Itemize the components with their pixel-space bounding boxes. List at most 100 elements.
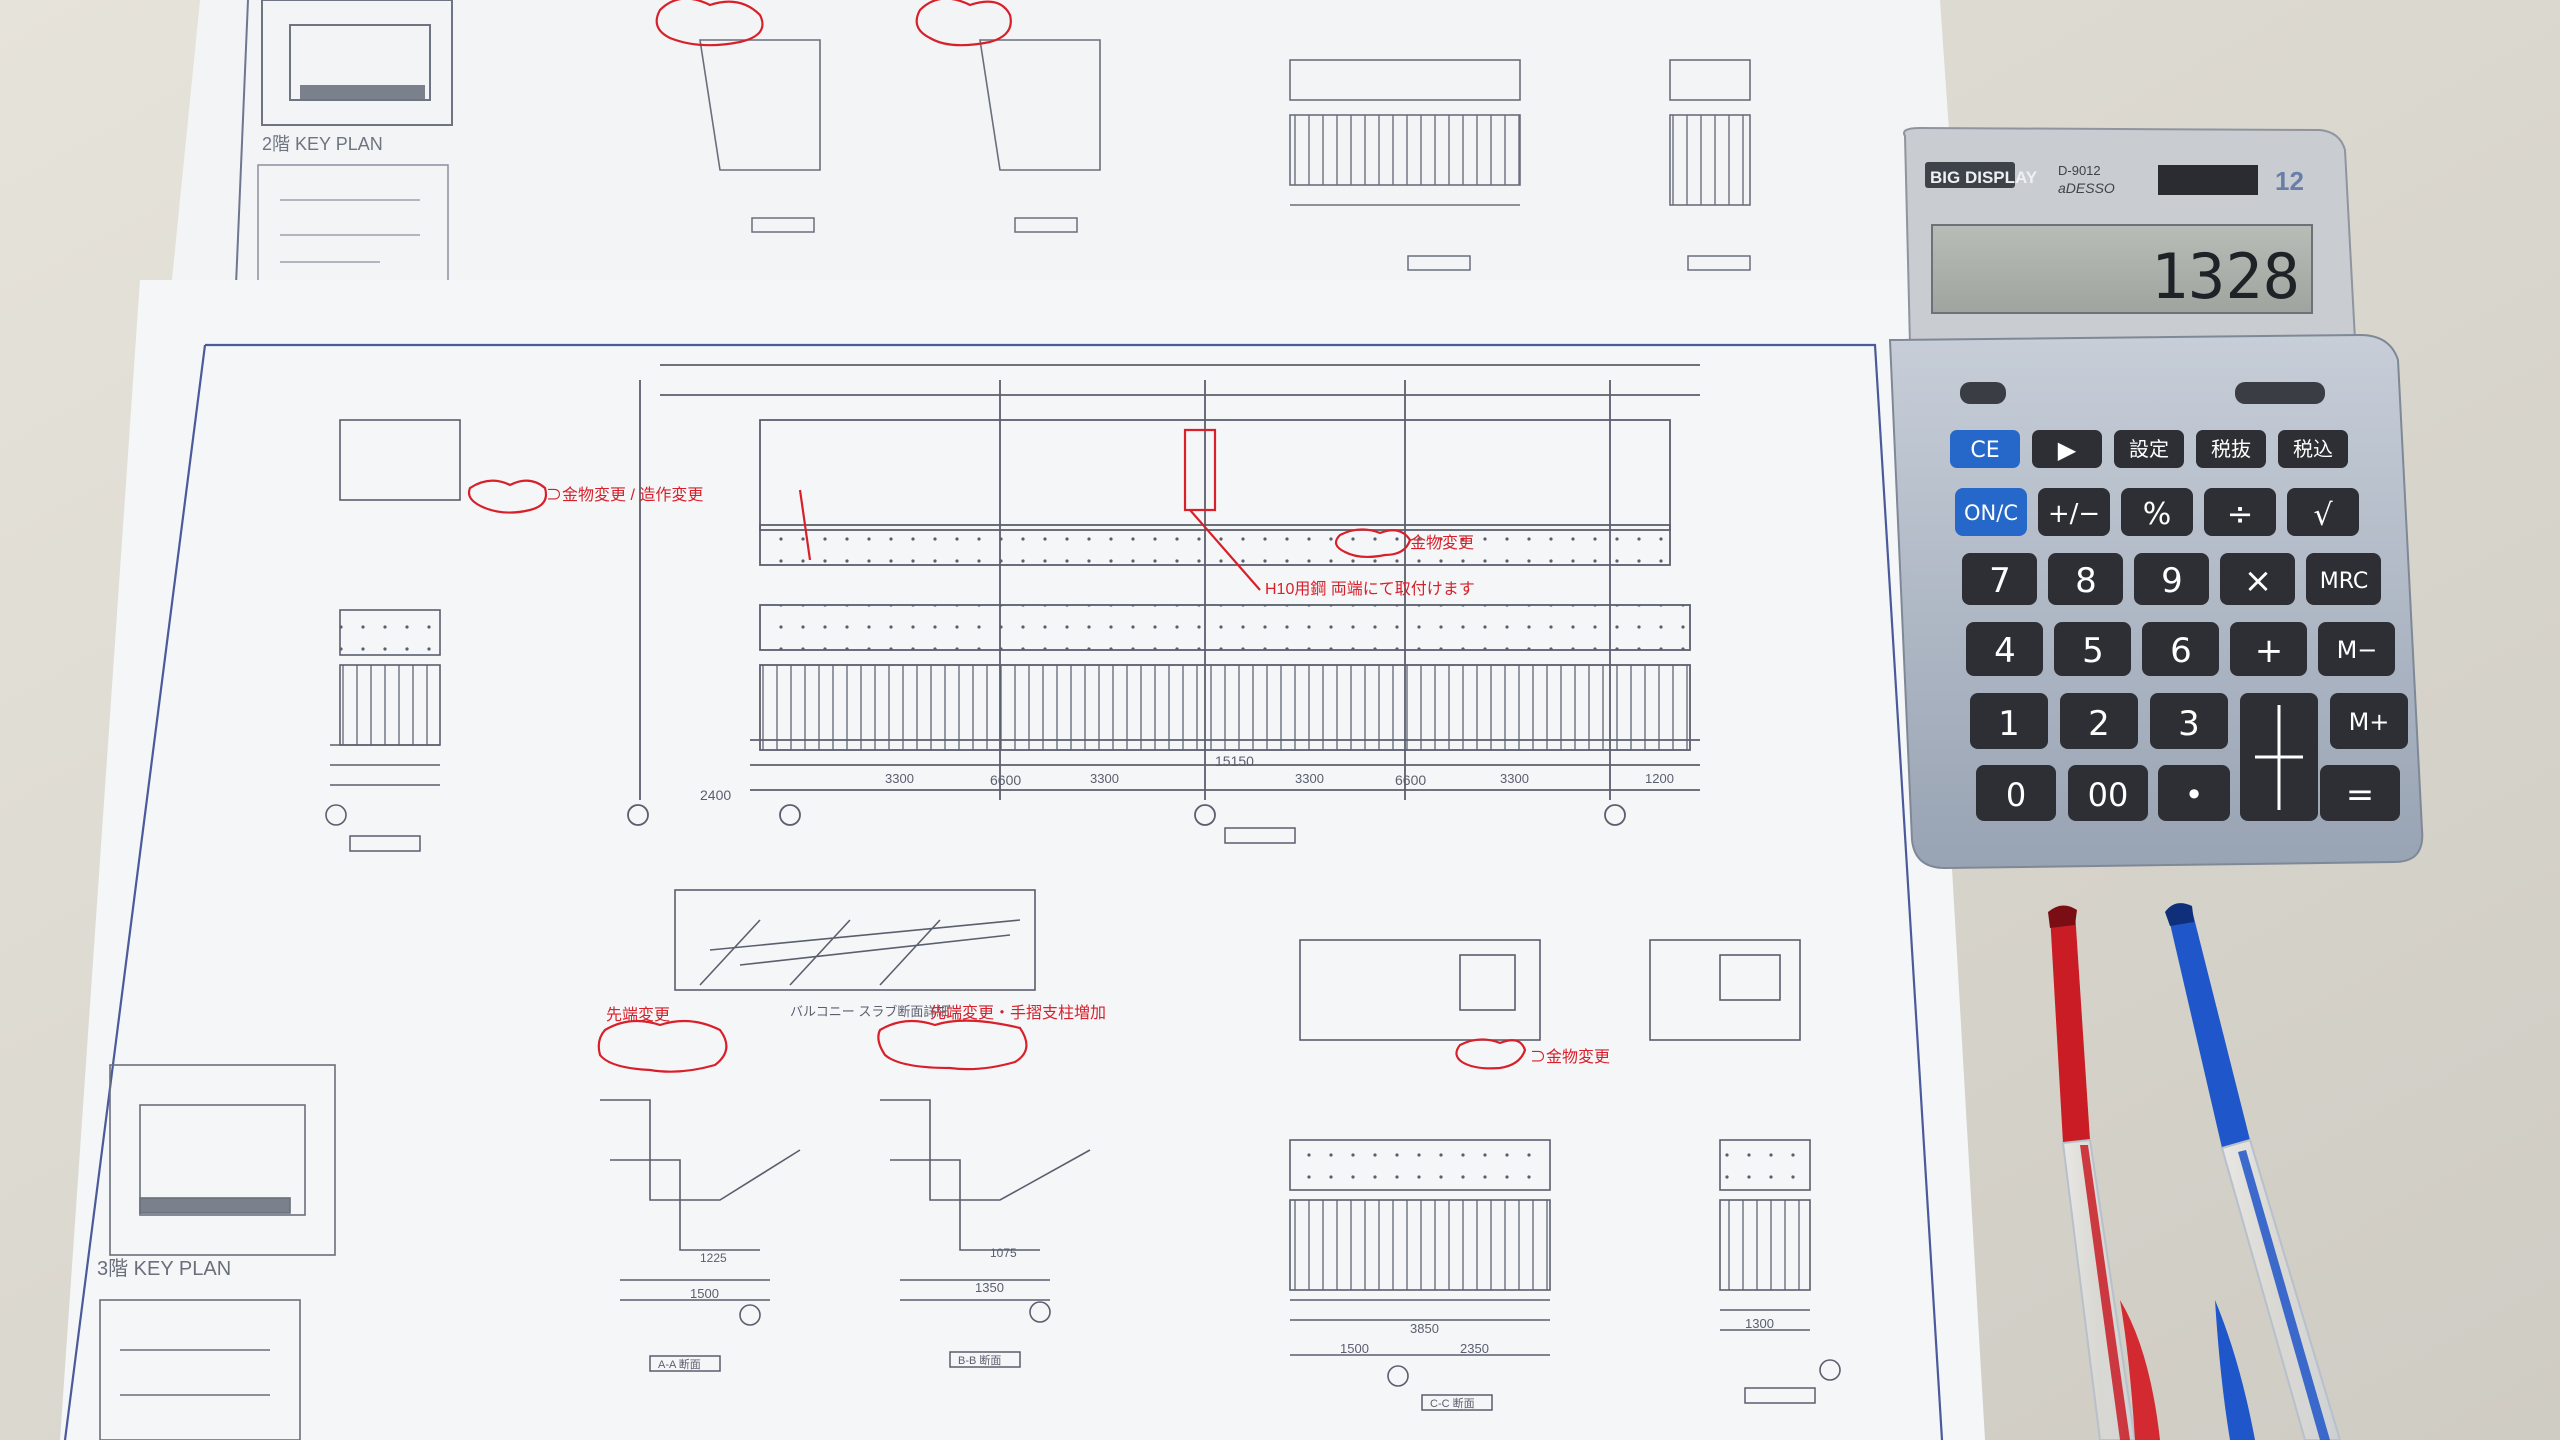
dim-6600-left: 6600 <box>990 772 1021 788</box>
dim-3850: 3850 <box>1410 1321 1439 1336</box>
calc-row-1: CE ▶ 設定 税抜 税込 <box>1950 430 2348 468</box>
key-5[interactable] <box>2054 622 2131 676</box>
key-5-label: 5 <box>2082 631 2104 671</box>
main-drawing-sheet: 6600 6600 15150 2400 3300 3300 3300 3300… <box>60 280 1985 1440</box>
key-decimal-label: • <box>2185 776 2204 814</box>
rounding-switch[interactable] <box>1960 382 2006 404</box>
key-mrc-label: MRC <box>2320 569 2369 594</box>
key-percent[interactable] <box>2121 488 2193 536</box>
key-2-label: 2 <box>2088 704 2110 744</box>
key-backspace[interactable] <box>2032 430 2102 468</box>
key-3[interactable] <box>2150 693 2228 749</box>
blue-pen <box>2165 903 2342 1440</box>
key-tax-inclusive[interactable] <box>2278 430 2348 468</box>
dim-1500-a: 1500 <box>690 1286 719 1301</box>
key-m-minus[interactable] <box>2318 622 2395 676</box>
key-6-label: 6 <box>2170 631 2192 671</box>
calc-row-5: 1 2 3 M+ <box>1970 693 2408 821</box>
red-pen <box>2048 905 2160 1440</box>
section-c-tag: C-C 断面 <box>1430 1396 1475 1410</box>
key-plus-minus[interactable] <box>2038 488 2110 536</box>
key-divide-label: ÷ <box>2227 495 2254 533</box>
calc-row-3: 7 8 9 × MRC <box>1962 553 2381 605</box>
calculator: BIG DISPLAY D-9012 aDESSO 12 1328 CE ▶ 設… <box>1888 126 2424 870</box>
calc-display-value: 1328 <box>2151 240 2300 313</box>
key-plus-minus-label: +/− <box>2048 499 2100 529</box>
key-percent-label: % <box>2143 497 2172 532</box>
key-1-label: 1 <box>1998 704 2020 744</box>
key-4[interactable] <box>1966 622 2043 676</box>
key-tax-inclusive-label: 税込 <box>2293 437 2333 461</box>
dim-15150: 15150 <box>1215 753 1254 769</box>
calc-brand: BIG DISPLAY <box>1930 168 2038 187</box>
key-00[interactable] <box>2068 765 2148 821</box>
dim-3300-a: 3300 <box>885 771 914 786</box>
calc-digits-badge: 12 <box>2275 166 2304 196</box>
calc-row-4: 4 5 6 + M− <box>1966 622 2395 676</box>
key-0-label: 0 <box>2006 776 2026 814</box>
section-a-tag: A-A 断面 <box>658 1357 701 1371</box>
red-note-center-section: 先端変更・手摺支柱増加 <box>930 1004 1106 1022</box>
section-a-detail <box>600 1099 801 1326</box>
key-m-minus-label: M− <box>2337 636 2378 664</box>
key-on-c-label: ON/C <box>1964 501 2018 525</box>
key-equals-label: = <box>2346 775 2375 815</box>
key-settings-label: 設定 <box>2129 437 2169 461</box>
key-4-label: 4 <box>1994 631 2016 671</box>
key-divide[interactable] <box>2204 488 2276 536</box>
key-mrc[interactable] <box>2306 553 2381 605</box>
calc-row-6: 0 00 • = <box>1976 765 2400 821</box>
key-2[interactable] <box>2060 693 2138 749</box>
key-multiply[interactable] <box>2220 553 2295 605</box>
key-decimal[interactable] <box>2158 765 2230 821</box>
key-1[interactable] <box>1970 693 2048 749</box>
calc-display <box>1931 224 2313 314</box>
key-plan-3f <box>99 1064 336 1440</box>
main-elevation <box>627 364 1700 826</box>
key-00-label: 00 <box>2088 776 2129 814</box>
red-note-right-section: ⊃金物変更 <box>1530 1048 1610 1066</box>
section-b-tag: B-B 断面 <box>958 1353 1001 1367</box>
key-plan-label: 3階 KEY PLAN <box>97 1257 231 1280</box>
key-sqrt-label: √ <box>2313 498 2333 533</box>
key-equals[interactable] <box>2320 765 2400 821</box>
key-multiply-label: × <box>2244 561 2273 601</box>
key-plus[interactable] <box>2230 622 2307 676</box>
key-ce[interactable] <box>1950 430 2020 468</box>
red-note-top-left: ⊃金物変更 / 造作変更 <box>546 486 703 504</box>
top-drawing-sheet: 2階 KEY PLAN <box>170 0 1960 300</box>
key-on-c[interactable] <box>1955 488 2027 536</box>
key-sqrt[interactable] <box>2287 488 2359 536</box>
balcony-slab-detail <box>674 889 1036 991</box>
red-note-mid: 金物変更 <box>1410 534 1474 552</box>
dim-3300-c: 3300 <box>1295 771 1324 786</box>
key-3-label: 3 <box>2178 704 2200 744</box>
dim-6600-right: 6600 <box>1395 772 1426 788</box>
dim-1500-b: 1500 <box>1340 1341 1369 1356</box>
balcony-slab-label: バルコニー スラブ断面詳細 <box>790 1004 949 1019</box>
key-6[interactable] <box>2142 622 2219 676</box>
red-note-left-section: 先端変更 <box>606 1006 670 1024</box>
dim-3300-b: 3300 <box>1090 771 1119 786</box>
calc-maker: aDESSO <box>2058 180 2115 196</box>
dim-1200: 1200 <box>1645 771 1674 786</box>
key-tax-exclusive[interactable] <box>2196 430 2266 468</box>
key-m-plus-label: M+ <box>2349 708 2390 736</box>
key-9-label: 9 <box>2161 561 2183 601</box>
key-settings[interactable] <box>2114 430 2184 468</box>
key-8[interactable] <box>2048 553 2123 605</box>
top-key-plan-label: 2階 KEY PLAN <box>262 134 383 154</box>
key-m-plus[interactable] <box>2330 693 2408 749</box>
calc-row-2: ON/C +/− % ÷ √ <box>1955 488 2359 536</box>
dim-2350: 2350 <box>1460 1341 1489 1356</box>
key-0[interactable] <box>1976 765 2056 821</box>
decimal-switch[interactable] <box>2235 382 2325 404</box>
key-8-label: 8 <box>2075 561 2097 601</box>
left-section-detail <box>325 419 461 826</box>
calc-model: D-9012 <box>2058 163 2101 178</box>
key-7-label: 7 <box>1989 561 2011 601</box>
key-9[interactable] <box>2134 553 2209 605</box>
section-b-detail <box>880 1099 1091 1323</box>
solar-panel <box>2158 165 2258 195</box>
key-7[interactable] <box>1962 553 2037 605</box>
